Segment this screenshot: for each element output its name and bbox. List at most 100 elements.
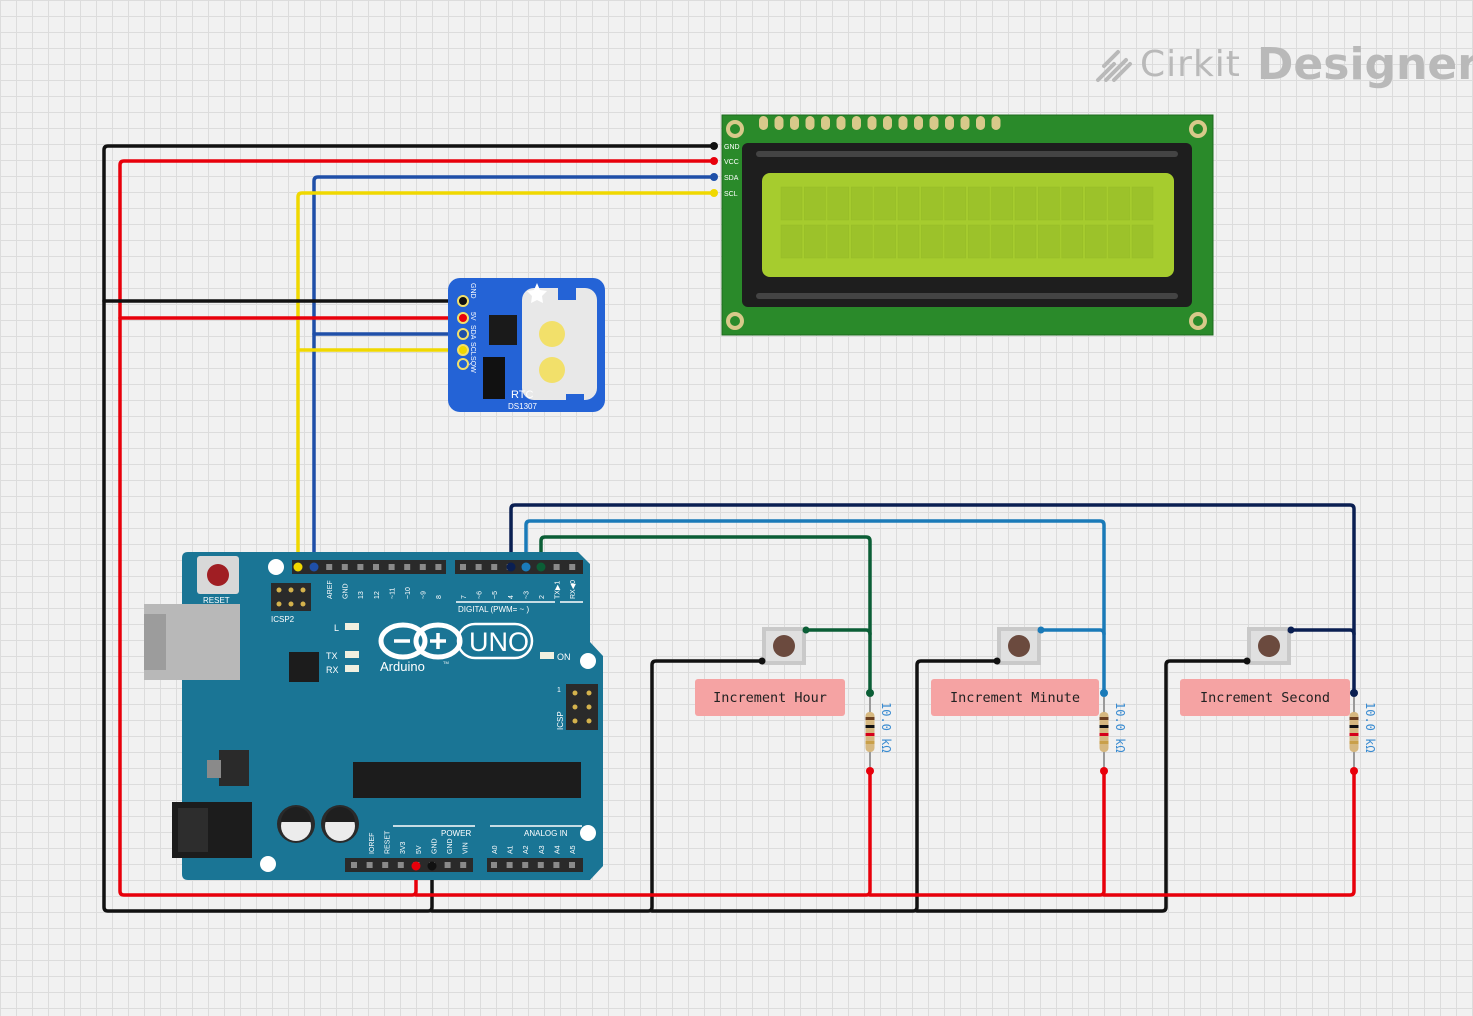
lcd-cell — [1084, 186, 1107, 221]
led-rx — [345, 665, 359, 672]
wire-minute-button[interactable] — [1039, 628, 1106, 636]
uno-logo-text: UNO — [469, 627, 529, 657]
wire-lcd-scl[interactable] — [296, 191, 716, 569]
lcd-header-pin — [774, 116, 784, 130]
rtc-pin-scl — [457, 344, 469, 356]
analog-pin-label: A3 — [539, 845, 546, 854]
lcd-header-pin — [976, 116, 985, 130]
rtc-ds1307-module[interactable]: GND 5V SDA SCL SQW RTC DS1307 — [448, 278, 605, 412]
resistor-value: 10.0 kΩ — [879, 702, 893, 753]
icsp-label: ICSP — [556, 711, 565, 730]
header-hole[interactable] — [382, 862, 389, 868]
lcd-cell — [1061, 224, 1084, 259]
rtc-pins: GND 5V SDA SCL SQW — [457, 283, 476, 373]
rtc-pin-sqw — [457, 358, 469, 370]
digital-pin-label: ~5 — [492, 591, 499, 599]
lcd-cell — [1131, 224, 1154, 259]
header-hole[interactable] — [537, 862, 544, 868]
lcd-cell — [827, 186, 850, 221]
lcd-cell — [874, 186, 896, 221]
digital-pin-label: 4 — [508, 595, 515, 599]
header-hole[interactable] — [475, 564, 482, 570]
header-hole[interactable] — [341, 564, 348, 570]
power-pin-label: RESET — [385, 830, 392, 854]
resistor-3[interactable]: 10.0 kΩ — [1349, 689, 1378, 775]
wire-second-signal[interactable] — [509, 503, 1356, 695]
wire-minute-gnd[interactable] — [650, 659, 1002, 913]
header-hole[interactable] — [388, 564, 395, 570]
header-hole[interactable] — [351, 862, 357, 868]
header-hole[interactable] — [522, 862, 529, 868]
reset-button-cap — [207, 564, 229, 586]
arduino-logo — [378, 622, 534, 660]
wire-r3-vcc[interactable] — [1102, 769, 1356, 897]
rtc-label-sda: SDA — [469, 325, 476, 340]
header-hole[interactable] — [326, 564, 333, 570]
led-tx-label: TX — [326, 651, 338, 661]
lcd-cell — [1131, 186, 1154, 221]
header-hole[interactable] — [397, 862, 404, 868]
header-hole[interactable] — [553, 564, 560, 570]
rtc-label: RTC — [511, 389, 533, 401]
cirkit-designer-logo: Cirkit Designer — [1094, 34, 1473, 94]
button-label-3: Increment Second — [1180, 679, 1350, 716]
header-hole[interactable] — [373, 564, 379, 570]
lcd-label-scl: SCL — [724, 191, 738, 198]
lcd-header-pin — [883, 116, 892, 130]
lcd-cell — [804, 224, 826, 259]
trademark-text: TM — [443, 660, 449, 665]
usb-chip — [289, 652, 319, 682]
wire-minute-signal[interactable] — [524, 519, 1106, 695]
wire-second-gnd[interactable] — [915, 659, 1252, 913]
pushbutton-1[interactable] — [758, 626, 810, 666]
wire-lcd-sda[interactable] — [312, 175, 716, 569]
header-hole[interactable] — [444, 862, 451, 868]
lcd-module[interactable]: GND VCC SDA SCL — [710, 114, 1214, 336]
header-hole[interactable] — [460, 564, 466, 570]
header-hole[interactable] — [569, 564, 576, 570]
lcd-cell — [1084, 224, 1107, 259]
digital-pin-label: 12 — [374, 591, 381, 599]
resistor-value: 10.0 kΩ — [1363, 702, 1377, 753]
header-hole[interactable] — [366, 862, 373, 868]
header-hole[interactable] — [491, 564, 498, 570]
wire-hour-button[interactable] — [804, 628, 872, 636]
wire-hour-signal[interactable] — [539, 535, 872, 695]
rtc-label-5v: 5V — [469, 312, 476, 321]
resistor-1[interactable]: 10.0 kΩ — [865, 689, 894, 775]
header-hole[interactable] — [553, 862, 560, 868]
digital-pin-label: ~6 — [477, 591, 484, 599]
wire-r2-vcc[interactable] — [868, 769, 1106, 897]
lcd-header-pin — [867, 116, 877, 130]
digital-pin-label: ~3 — [523, 591, 530, 599]
power-pin-label: GND — [431, 838, 438, 854]
header-hole[interactable] — [506, 862, 513, 868]
header-hole[interactable] — [357, 564, 364, 570]
header-hole[interactable] — [491, 862, 497, 868]
atmega-chip — [353, 762, 581, 798]
arduino-mount-hole — [268, 559, 284, 575]
lcd-character-cells — [780, 186, 1154, 259]
button-label-2: Increment Minute — [931, 679, 1099, 716]
resistor-2[interactable]: 10.0 kΩ — [1099, 689, 1128, 775]
lcd-header-pin — [914, 116, 923, 130]
lcd-label-vcc: VCC — [724, 159, 739, 166]
lcd-header-pin — [960, 116, 970, 130]
header-hole[interactable] — [460, 862, 467, 868]
pushbutton-2[interactable] — [993, 626, 1045, 666]
header-hole[interactable] — [569, 862, 575, 868]
digital-pin-label: TX▶1 — [555, 581, 562, 599]
lcd-pin-scl — [710, 189, 718, 197]
header-hole[interactable] — [435, 564, 442, 570]
wire-hour-gnd[interactable] — [430, 659, 764, 913]
power-pin-label: IOREF — [369, 833, 376, 854]
led-rx-label: RX — [326, 665, 339, 675]
header-hole[interactable] — [419, 564, 426, 570]
power-label: POWER — [441, 829, 471, 838]
lcd-cell — [1108, 224, 1130, 259]
brand-name-light: Cirkit — [1140, 43, 1241, 85]
wire-second-button[interactable] — [1289, 628, 1356, 636]
header-hole[interactable] — [404, 564, 411, 570]
pushbutton-3[interactable] — [1243, 626, 1295, 666]
